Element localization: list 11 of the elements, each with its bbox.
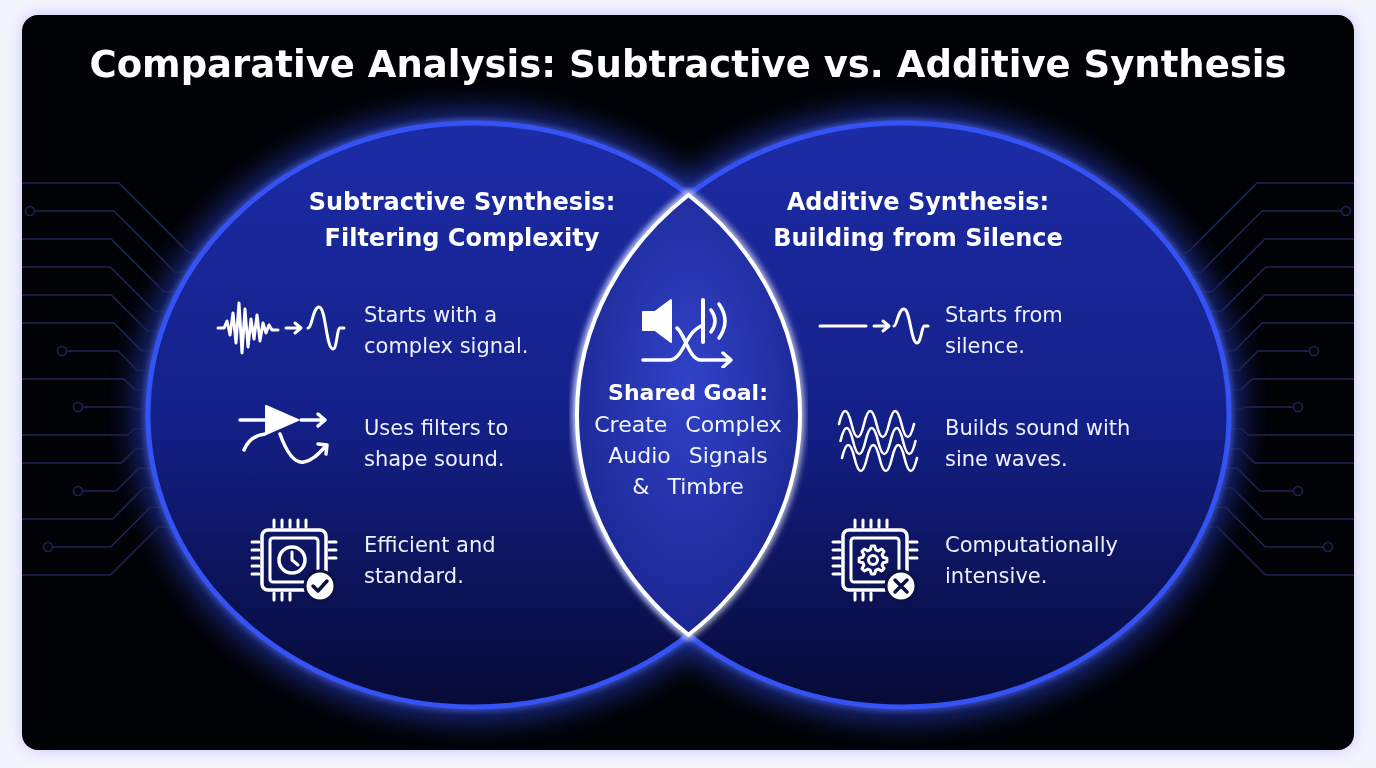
feature-text: Uses filters to shape sound. xyxy=(364,415,510,473)
feature-text: Builds sound with sine waves. xyxy=(945,415,1132,473)
title: Comparative Analysis: Subtractive vs. Additive Synthesis xyxy=(89,43,1287,87)
feature-text: Starts with a complex signal. xyxy=(364,302,530,360)
feature-text: Starts from silence. xyxy=(945,302,1064,360)
feature-text: Efficient and standard. xyxy=(364,532,497,590)
section-heading: Additive Synthesis: Building from Silence xyxy=(772,187,1064,254)
goal-heading: Shared Goal: xyxy=(607,379,769,407)
section-heading: Subtractive Synthesis: Filtering Complexity xyxy=(308,187,616,254)
goal-text: Create Complex Audio Signals & Timbre xyxy=(593,411,783,501)
feature-text: Computationally intensive. xyxy=(945,532,1119,590)
